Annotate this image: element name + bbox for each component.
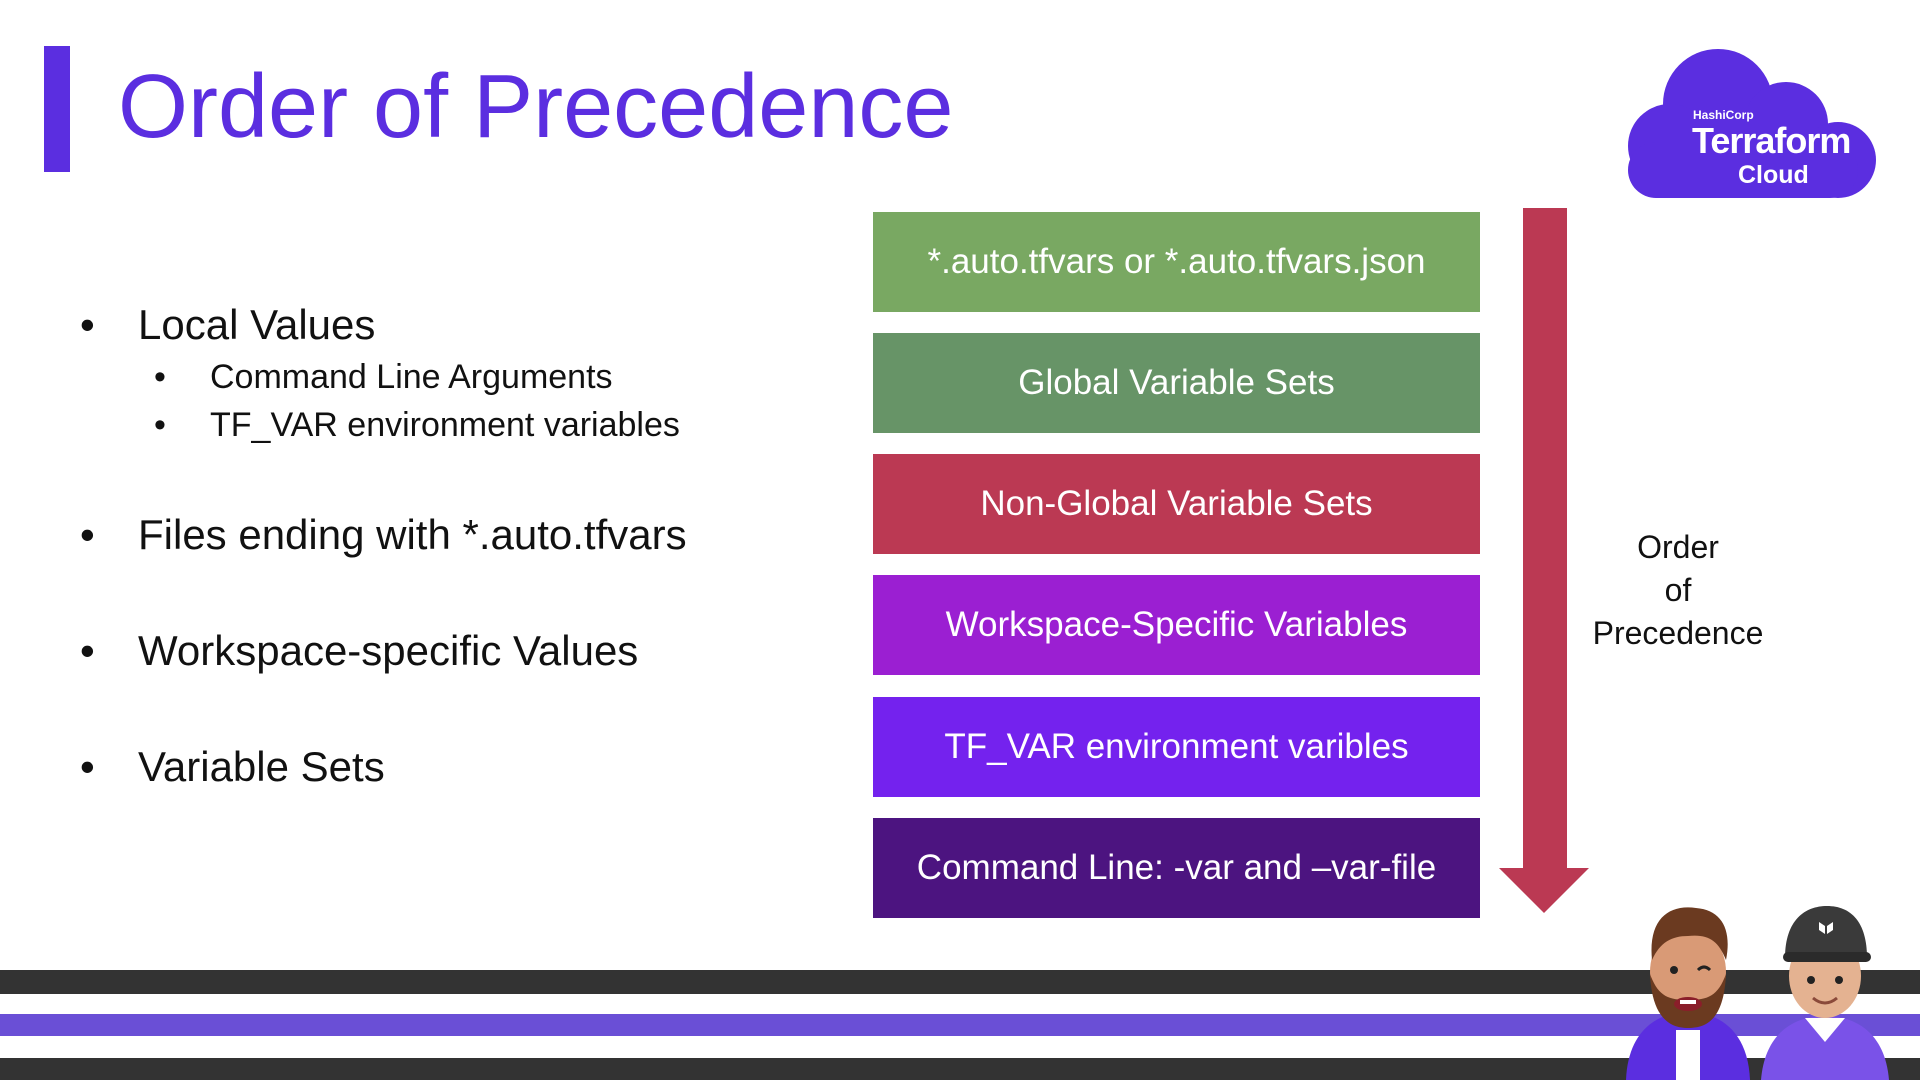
bullet-text: Local Values [138, 301, 376, 348]
bullet-dot-icon: • [80, 627, 95, 674]
logo-name-text: Terraform [1692, 120, 1851, 161]
precedence-box-auto-tfvars: *.auto.tfvars or *.auto.tfvars.json [873, 212, 1480, 312]
precedence-box-tf-var-env: TF_VAR environment varibles [873, 697, 1480, 797]
arrow-label-line: of [1664, 572, 1692, 608]
page-title: Order of Precedence [118, 57, 954, 157]
terraform-mark-icon [1602, 42, 1654, 99]
mascot-bearded-avatar [1626, 907, 1750, 1080]
precedence-arrow [1499, 208, 1589, 913]
bullet-dot-icon: • [154, 406, 166, 444]
precedence-box-workspace-vars: Workspace-Specific Variables [873, 575, 1480, 675]
footer-stripe-dark [0, 1058, 1920, 1080]
logo-brand-text: HashiCorp [1693, 108, 1754, 122]
bullet-dot-icon: • [80, 301, 95, 348]
arrow-shape [1499, 208, 1589, 913]
footer-stripe-dark [0, 970, 1920, 994]
precedence-box-non-global-sets: Non-Global Variable Sets [873, 454, 1480, 554]
cloud-shape [1628, 49, 1876, 198]
bullet-text: Files ending with *.auto.tfvars [138, 511, 687, 558]
bullet-dot-icon: • [80, 743, 95, 790]
footer-stripe-purple [0, 1014, 1920, 1036]
bullet-text: TF_VAR environment variables [210, 406, 680, 444]
arrow-label-line: Order [1637, 529, 1719, 565]
title-accent-bar [44, 46, 70, 172]
logo-sub-text: Cloud [1738, 161, 1809, 189]
bullet-text: Variable Sets [138, 743, 385, 790]
bullet-text: Workspace-specific Values [138, 627, 639, 674]
arrow-label: Order of Precedence [1560, 526, 1796, 655]
arrow-label-line: Precedence [1592, 615, 1764, 651]
bullet-dot-icon: • [154, 358, 166, 396]
precedence-box-command-line: Command Line: -var and –var-file [873, 818, 1480, 918]
mascot-cap-avatar [1761, 906, 1889, 1080]
terraform-cloud-logo: HashiCorp Terraform Cloud [1600, 42, 1884, 202]
bullet-dot-icon: • [80, 511, 95, 558]
precedence-box-global-sets: Global Variable Sets [873, 333, 1480, 433]
bullet-text: Command Line Arguments [210, 358, 613, 396]
